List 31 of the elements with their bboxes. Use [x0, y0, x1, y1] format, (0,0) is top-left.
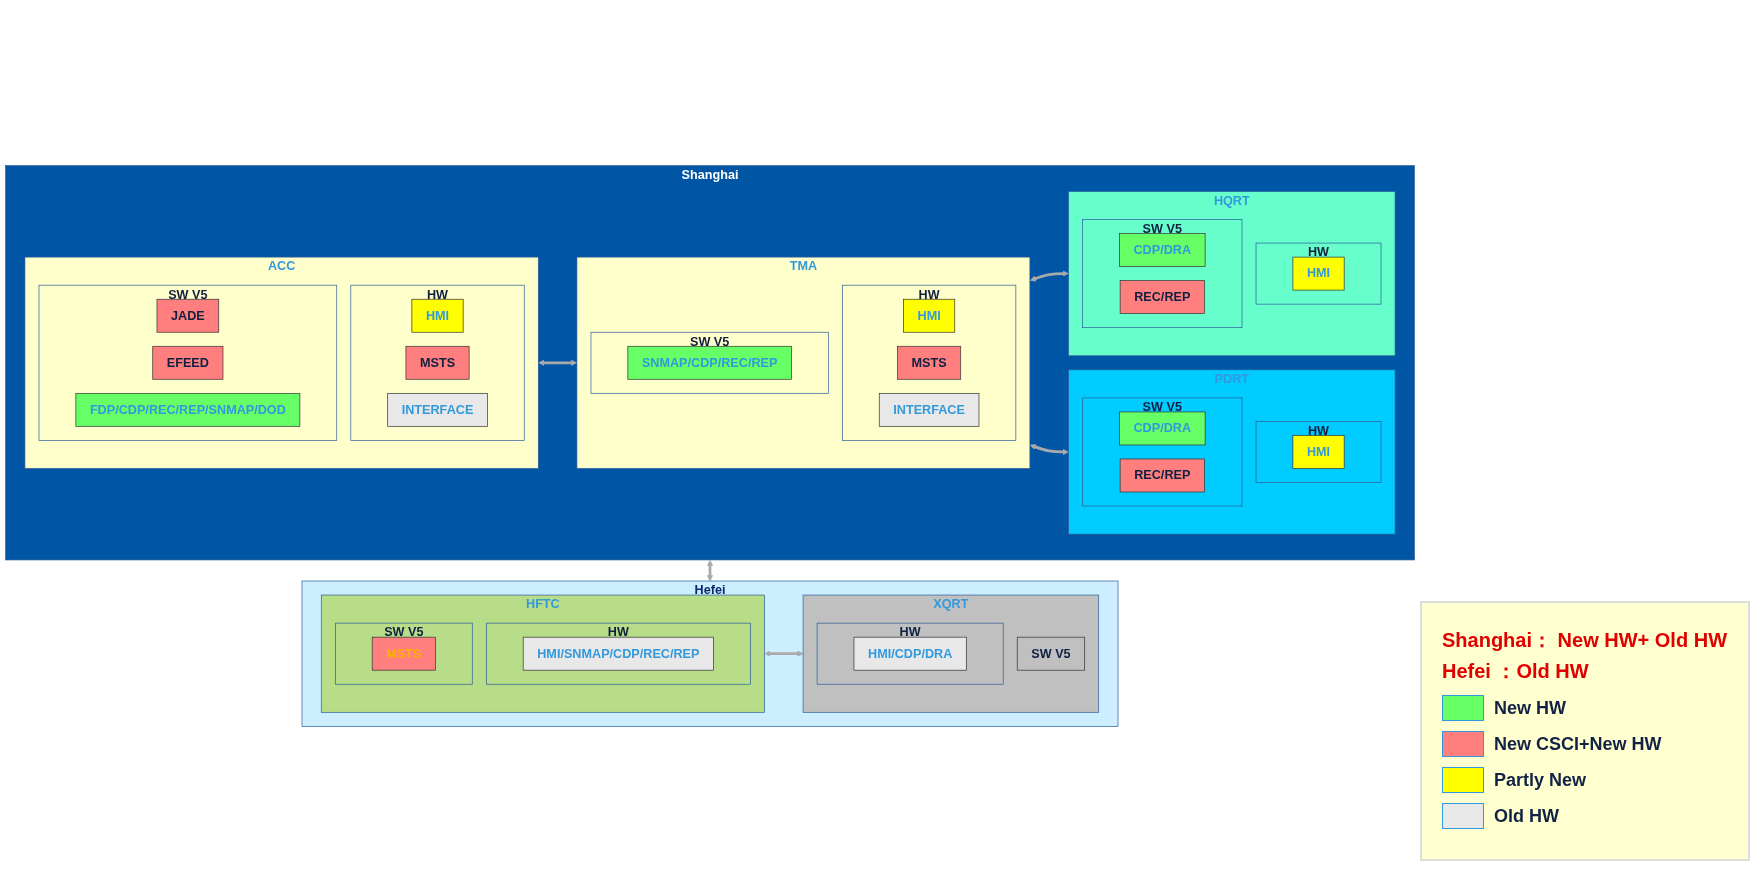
node-box: JADE [156, 298, 220, 333]
legend-text: Old HW [1494, 805, 1559, 827]
node-box: CDP/DRA [1119, 411, 1206, 445]
arrow [1029, 270, 1069, 281]
legend-text: New HW [1494, 697, 1566, 719]
node-box: FDP/CDP/REC/REP/SNMAP/DOD [75, 392, 301, 427]
node-box: REC/REP [1119, 279, 1205, 314]
arrow [706, 559, 714, 581]
note-text: Shanghai： New HW+ Old HW [1442, 628, 1728, 653]
node-box: EFEED [152, 345, 224, 380]
note-text: Hefei ：Old HW [1442, 659, 1590, 684]
node-box: HMI [1292, 256, 1345, 290]
node-box: SW V5 [1016, 636, 1085, 671]
node-box: HMI/SNMAP/CDP/REC/REP [522, 636, 714, 671]
node-box: MSTS [405, 345, 470, 380]
arrow [764, 650, 804, 657]
node-box: REC/REP [1119, 458, 1205, 492]
node-box: MSTS [897, 345, 962, 380]
node-box: HMI [411, 298, 464, 333]
arrow [1029, 443, 1069, 455]
node-box: CDP/DRA [1119, 232, 1206, 267]
legend-text: New CSCI+New HW [1494, 733, 1662, 755]
arrow [538, 359, 578, 366]
node-box: INTERFACE [387, 392, 488, 427]
legend-text: Partly New [1494, 769, 1587, 791]
node-box: HMI [903, 298, 956, 333]
node-box: HMI/CDP/DRA [853, 636, 967, 671]
node-box: SNMAP/CDP/REC/REP [627, 345, 792, 380]
node-box: INTERFACE [878, 392, 980, 427]
node-box: HMI [1292, 434, 1345, 469]
node-box: MSTS [371, 636, 436, 671]
